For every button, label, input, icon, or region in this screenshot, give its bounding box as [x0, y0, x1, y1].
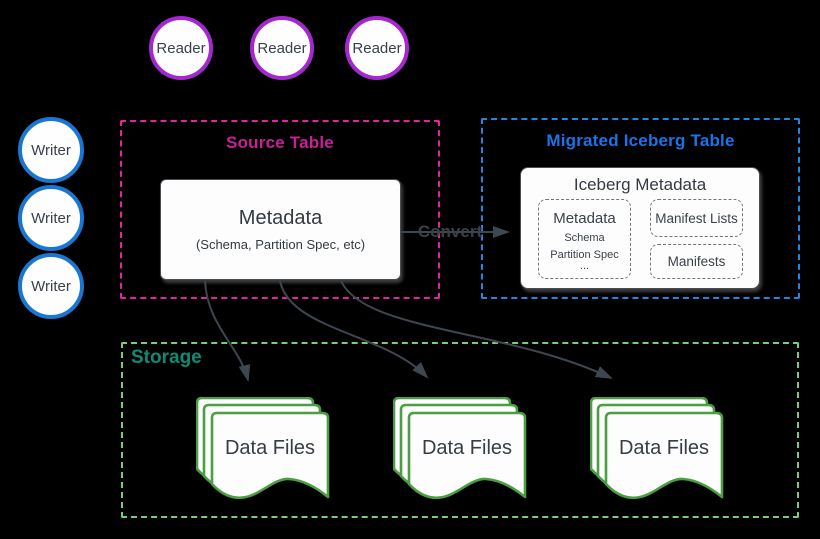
data-files-stack-2: [393, 397, 527, 500]
data-files-label-3: Data Files: [618, 437, 710, 459]
reader-node-3: Reader: [345, 16, 409, 80]
iceberg-metadata-item-ellipsis: ...: [579, 259, 590, 272]
iceberg-metadata-group-title: Metadata: [553, 209, 616, 227]
iceberg-metadata-item-partition-spec: Partition Spec: [550, 248, 619, 261]
data-files-label-1: Data Files: [224, 437, 316, 459]
writer-node-1: Writer: [18, 117, 84, 183]
iceberg-table-group: Migrated Iceberg Table: [481, 118, 800, 299]
reader-label: Reader: [257, 39, 307, 57]
source-metadata-subtitle: (Schema, Partition Spec, etc): [195, 237, 366, 252]
iceberg-table-title: Migrated Iceberg Table: [546, 131, 735, 150]
manifest-lists-label: Manifest Lists: [655, 210, 738, 226]
source-table-title: Source Table: [226, 133, 334, 152]
manifests-box: Manifests: [650, 244, 743, 279]
data-files-stack-3: [590, 397, 724, 500]
manifests-label: Manifests: [667, 254, 726, 269]
reader-label: Reader: [352, 39, 402, 57]
reader-node-1: Reader: [149, 16, 213, 80]
iceberg-metadata-item-schema: Schema: [564, 231, 605, 244]
writer-label: Writer: [31, 141, 71, 159]
data-files-stack-1: [196, 397, 330, 500]
data-files-label-2: Data Files: [421, 437, 513, 459]
source-metadata-box: Metadata (Schema, Partition Spec, etc): [160, 179, 401, 280]
convert-label: Convert: [417, 222, 483, 241]
writer-label: Writer: [31, 209, 71, 227]
writer-node-3: Writer: [18, 253, 84, 319]
iceberg-metadata-box: Iceberg Metadata Metadata Schema Partiti…: [520, 167, 760, 289]
iceberg-metadata-title: Iceberg Metadata: [573, 175, 707, 194]
iceberg-metadata-group: Metadata Schema Partition Spec ...: [538, 199, 631, 279]
reader-label: Reader: [156, 39, 206, 57]
manifest-lists-box: Manifest Lists: [650, 199, 743, 237]
source-metadata-title: Metadata: [238, 207, 323, 229]
writer-node-2: Writer: [18, 185, 84, 251]
reader-node-2: Reader: [250, 16, 314, 80]
writer-label: Writer: [31, 277, 71, 295]
storage-title: Storage: [131, 347, 202, 368]
